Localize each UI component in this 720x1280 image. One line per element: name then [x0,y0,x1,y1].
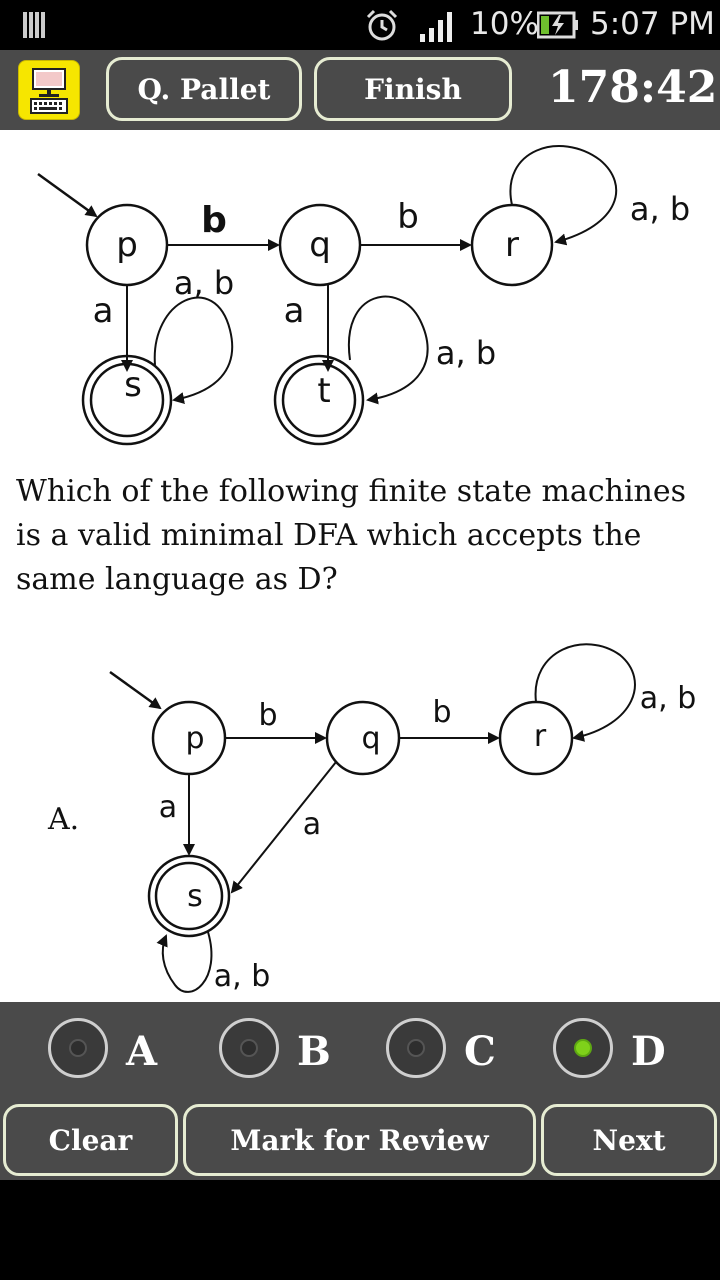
option-a-label: A. [48,802,80,837]
edge-label: a [159,790,177,825]
answer-bar: A B C D Clear Mark for Review Next [0,1002,720,1180]
question-text: Which of the following finite state mach… [16,474,687,597]
state-t-accepting: t [273,354,365,446]
radio-option-c[interactable] [386,1018,446,1078]
state-q: q [325,700,401,776]
next-button[interactable]: Next [541,1104,717,1176]
edge-label: a [284,291,305,331]
notification-icon [23,12,45,38]
edge-label: a, b [630,190,690,228]
countdown-timer: 178:42 [548,62,718,113]
question-palette-button[interactable]: Q. Pallet [106,57,302,121]
state-q: q [278,203,362,287]
battery-percent: 10% [470,6,539,42]
start-arrow [109,670,162,710]
clear-button[interactable]: Clear [3,1104,178,1176]
radio-option-a[interactable] [48,1018,108,1078]
keyboard-button[interactable] [18,60,80,120]
state-r: r [470,203,554,287]
edge-label: b [397,197,419,237]
edge-label: b [201,200,227,241]
state-p: p [151,700,227,776]
edge-label: a, b [214,959,271,994]
edge-label: a [303,807,321,842]
edge-label: a, b [174,264,234,302]
state-p: p [85,203,169,287]
svg-text:q: q [309,225,331,265]
svg-text:t: t [317,371,330,411]
start-arrow [37,172,98,218]
keyboard-monitor-icon [30,68,68,114]
svg-text:p: p [185,721,204,756]
svg-text:r: r [534,719,547,754]
signal-icon [420,12,452,42]
question-content: p q r s t b b a, b a a, b a [0,130,720,1002]
edge-label: a [93,291,114,331]
mark-for-review-button[interactable]: Mark for Review [183,1104,536,1176]
alarm-icon [366,9,398,41]
option-a-diagram: p q r s b b a, b a a a, b [109,643,697,994]
finish-button[interactable]: Finish [314,57,512,121]
edge-label: a, b [640,681,697,716]
toolbar: Q. Pallet Finish 178:42 [0,50,720,130]
edge-label: a, b [436,334,496,372]
svg-text:q: q [361,721,380,756]
dfa-d-diagram: p q r s t b b a, b a a, b a [37,145,690,446]
radio-option-d[interactable] [553,1018,613,1078]
state-r: r [498,700,574,776]
edge-label: b [432,695,451,730]
svg-text:p: p [116,225,138,265]
radio-label-b: B [297,1028,331,1075]
radio-label-c: C [464,1028,496,1075]
radio-label-a: A [126,1028,158,1075]
status-clock: 5:07 PM [590,6,715,42]
state-s-accepting: s [147,854,231,938]
svg-text:r: r [505,225,519,265]
battery-charging-icon [537,11,578,39]
svg-text:s: s [124,365,142,405]
radio-option-b[interactable] [219,1018,279,1078]
edge-label: b [258,698,277,733]
status-bar: 10% 5:07 PM [0,0,720,50]
svg-text:s: s [187,879,203,914]
radio-label-d: D [631,1028,666,1075]
